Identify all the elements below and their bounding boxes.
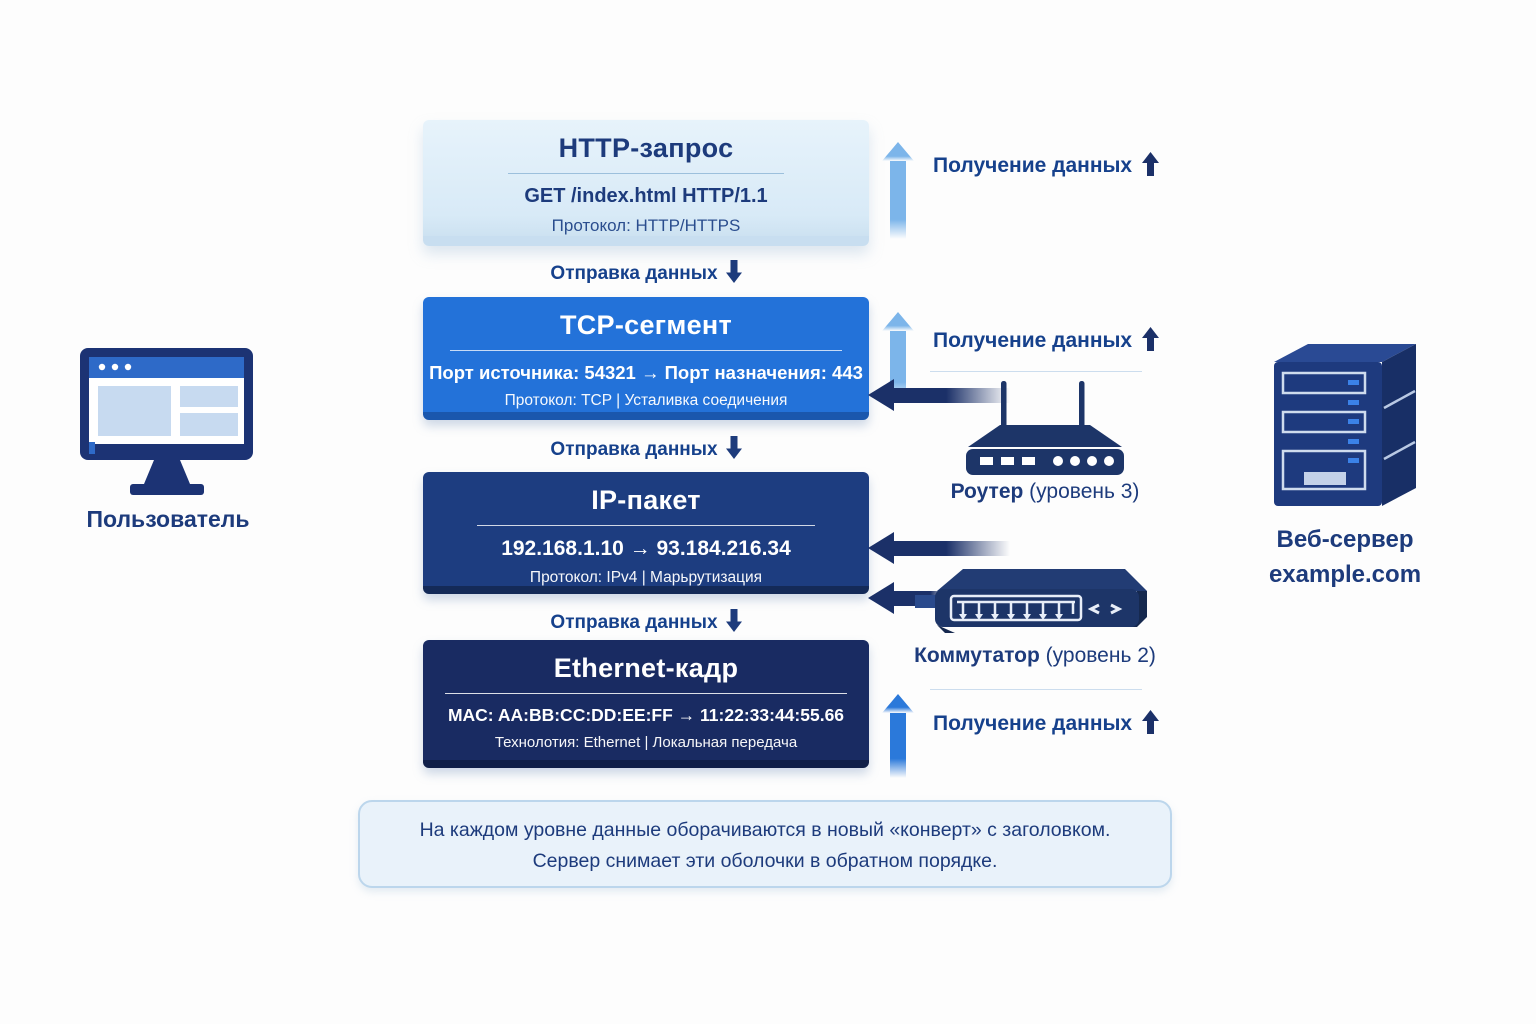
web-server-icon	[1274, 344, 1416, 506]
arrow-down-icon	[725, 609, 742, 632]
left-arrow-from-switch	[868, 582, 894, 614]
tcp-protocol-line: Протокол: TCP | Усталивка соедичения	[504, 392, 788, 409]
http-box-title: HTTP-запрос	[558, 133, 734, 163]
tcp-ports-line: Порт источника: 54321 → Порт назначения:…	[429, 362, 863, 383]
note-line2: Сервер снимает эти оболочки в обратном п…	[532, 850, 998, 872]
tcp-segment-box: TCP-сегмент Порт источника: 54321 → Порт…	[423, 297, 869, 420]
server-label-line2: example.com	[1268, 561, 1422, 588]
ip-packet-box: IP-пакет 192.168.1.10 → 93.184.216.34 Пр…	[423, 472, 869, 594]
receive-data-row-2: Получение данных	[933, 327, 1160, 353]
ip-protocol-line: Протокол: IPv4 | Марьрутизация	[529, 569, 763, 586]
note-line1: На каждом уровне данные оборачиваются в …	[419, 819, 1111, 841]
send-data-row-2: Отправка данных	[423, 436, 869, 461]
router-label: Роутер (уровень 3)	[930, 480, 1160, 504]
divider	[507, 173, 785, 174]
section-divider	[930, 371, 1142, 372]
send-data-row-1: Отправка данных	[423, 260, 869, 285]
ethernet-frame-box: Ethernet-кадр MAC: AA:BB:CC:DD:EE:FF → 1…	[423, 640, 869, 768]
router-name: Роутер	[950, 480, 1024, 503]
user-computer-icon	[80, 348, 253, 495]
http-request-line: GET /index.html HTTP/1.1	[524, 185, 768, 207]
server-label: Веб-сервер example.com	[1225, 522, 1465, 592]
divider	[476, 525, 816, 526]
arrow-down-icon	[725, 260, 742, 283]
http-request-box: HTTP-запрос GET /index.html HTTP/1.1 Про…	[423, 120, 869, 246]
left-arrow-to-tcp	[868, 379, 894, 411]
receive-data-row-3: Получение данных	[933, 710, 1160, 736]
send-data-row-3: Отправка данных	[423, 609, 869, 634]
http-protocol-line: Протокол: HTTP/HTTPS	[551, 216, 741, 235]
upward-fade-arrow-2	[882, 312, 914, 402]
arrow-up-icon	[1142, 710, 1160, 734]
ethernet-box-title: Ethernet-кадр	[553, 653, 739, 683]
user-label: Пользователь	[86, 506, 250, 532]
router-level: (уровень 3)	[1023, 480, 1140, 503]
send-data-label: Отправка данных	[550, 439, 718, 460]
divider	[449, 350, 843, 351]
left-arrow-to-ip-tail	[894, 540, 1010, 556]
explanation-note: На каждом уровне данные оборачиваются в …	[358, 800, 1172, 888]
send-data-label: Отправка данных	[550, 612, 718, 633]
switch-icon	[915, 569, 1147, 633]
ethernet-tech-line: Технолотия: Ethernet | Локальная передач…	[494, 734, 798, 751]
arrow-up-icon	[1142, 152, 1160, 176]
arrow-up-icon	[1142, 327, 1160, 351]
upward-fade-arrow-3	[882, 694, 914, 778]
receive-data-label: Получение данных	[933, 154, 1133, 177]
switch-name: Коммутатор	[914, 644, 1040, 667]
left-arrow-to-ip	[868, 532, 894, 564]
section-divider	[930, 689, 1142, 690]
receive-data-label: Получение данных	[933, 712, 1133, 735]
send-data-label: Отправка данных	[550, 263, 718, 284]
divider	[445, 693, 847, 694]
switch-level: (уровень 2)	[1039, 644, 1156, 667]
arrow-down-icon	[725, 436, 742, 459]
mac-addresses-line: MAC: AA:BB:CC:DD:EE:FF → 11:22:33:44:55.…	[447, 705, 845, 725]
receive-data-row-1: Получение данных	[933, 152, 1160, 178]
router-icon	[966, 381, 1124, 475]
upward-fade-arrow-1	[882, 142, 914, 239]
ip-addresses-line: 192.168.1.10 → 93.184.216.34	[501, 537, 791, 560]
tcp-box-title: TCP-сегмент	[559, 310, 733, 340]
server-label-line1: Веб-сервер	[1276, 526, 1414, 553]
switch-label: Коммутатор (уровень 2)	[905, 644, 1165, 668]
ip-box-title: IP-пакет	[591, 485, 701, 515]
left-arrow-to-tcp-tail	[894, 387, 1010, 403]
receive-data-label: Получение данных	[933, 329, 1133, 352]
